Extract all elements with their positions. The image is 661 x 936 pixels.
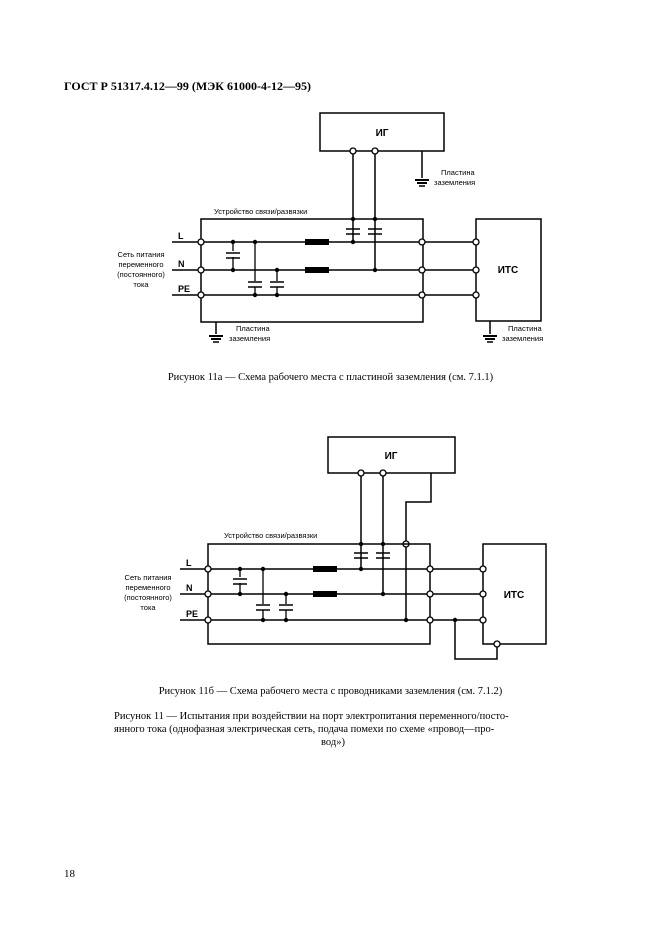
line-l-label-a: L — [178, 231, 184, 241]
page-number: 18 — [64, 868, 75, 880]
generator-box-a — [319, 112, 445, 152]
eut-label-a: ИТС — [498, 265, 519, 276]
supply-label-b: Сеть питания переменного (постоянного) т… — [124, 573, 172, 612]
figure-11b: ИГ — [124, 436, 547, 660]
svg-text:заземления: заземления — [229, 334, 270, 343]
svg-text:заземления: заземления — [502, 334, 543, 343]
figure-11-caption: Рисунок 11 — Испытания при воздействии н… — [114, 711, 509, 748]
line-n-label-b: N — [186, 583, 193, 593]
document-header: ГОСТ Р 51317.4.12—99 (МЭК 61000-4-12—95) — [64, 79, 311, 93]
svg-text:Сеть питания: Сеть питания — [118, 250, 165, 259]
svg-text:тока: тока — [133, 280, 149, 289]
svg-text:Пластина: Пластина — [236, 324, 270, 333]
ground-plate-label-1: Пластина заземления — [434, 168, 475, 187]
line-pe-label-b: PE — [186, 609, 198, 619]
figure-11b-caption: Рисунок 11б — Схема рабочего места с про… — [158, 686, 503, 697]
cdn-label-a: Устройство связи/развязки — [214, 207, 307, 216]
svg-text:Пластина: Пластина — [441, 168, 475, 177]
svg-text:(постоянного): (постоянного) — [124, 593, 172, 602]
supply-label-a: Сеть питания переменного (постоянного) т… — [117, 250, 165, 289]
svg-text:переменного: переменного — [118, 260, 163, 269]
line-n-label-a: N — [178, 259, 185, 269]
svg-text:переменного: переменного — [125, 583, 170, 592]
svg-text:(постоянного): (постоянного) — [117, 270, 165, 279]
line-l-label-b: L — [186, 558, 192, 568]
figure-11a: ИГ — [117, 112, 543, 343]
figure-11a-caption: Рисунок 11а — Схема рабочего места с пла… — [167, 372, 494, 383]
generator-box-b — [327, 436, 456, 474]
svg-text:Сеть питания: Сеть питания — [125, 573, 172, 582]
eut-label-b: ИТС — [504, 590, 525, 601]
ground-plate-label-2: Пластина заземления — [229, 324, 270, 343]
svg-text:Пластина: Пластина — [508, 324, 542, 333]
generator-label-a: ИГ — [376, 128, 389, 139]
ground-plate-label-3: Пластина заземления — [502, 324, 543, 343]
svg-text:тока: тока — [140, 603, 156, 612]
generator-label-b: ИГ — [385, 451, 398, 462]
svg-text:заземления: заземления — [434, 178, 475, 187]
line-pe-label-a: PE — [178, 284, 190, 294]
cdn-label-b: Устройство связи/развязки — [224, 531, 317, 540]
